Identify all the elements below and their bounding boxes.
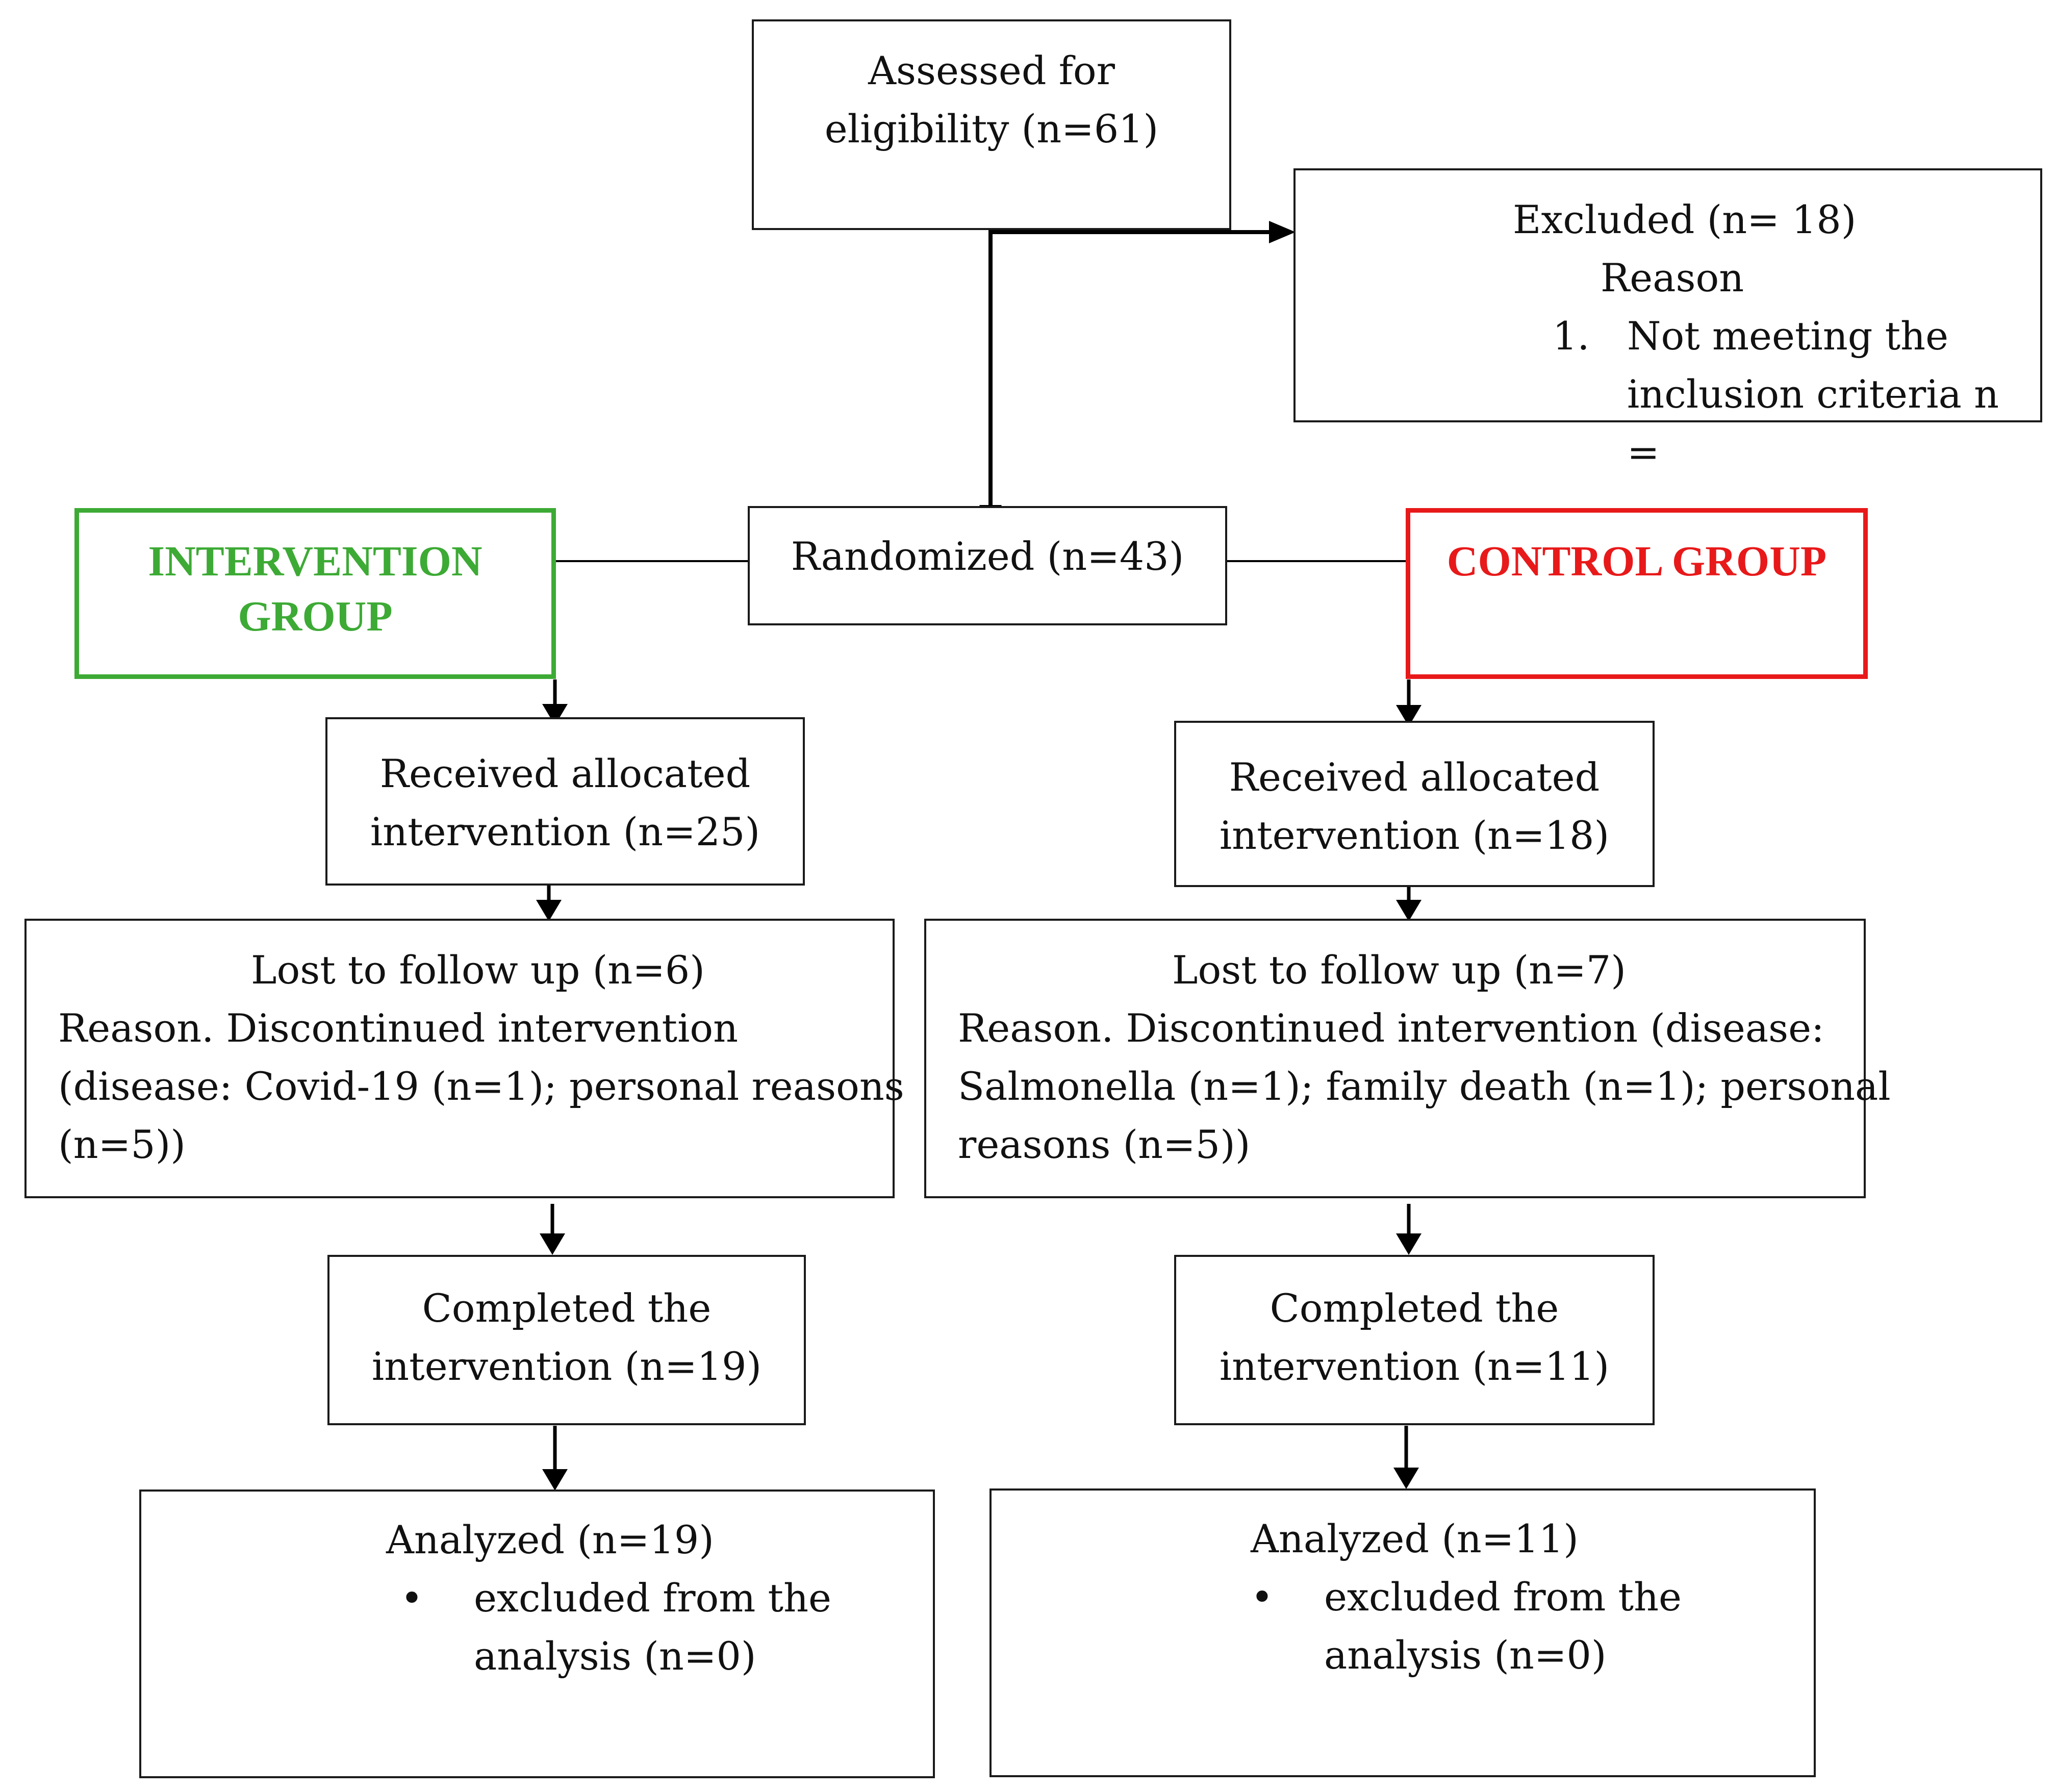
int-analyzed-line-2: analysis (n=0)	[474, 1633, 756, 1679]
arrowhead-int-completed	[540, 1233, 565, 1255]
arrowhead-excluded	[1269, 221, 1296, 243]
ctl-completed-line-1: Completed the	[1270, 1285, 1559, 1331]
int-lost-line-3: (n=5))	[58, 1122, 186, 1167]
int-analyzed-bullet-item: • excluded from the analysis (n=0)	[141, 1569, 933, 1685]
arrowhead-int-received	[542, 704, 568, 725]
ctl-analyzed-title: Analyzed (n=11)	[1251, 1516, 1579, 1561]
arrowhead-ctl-completed	[1396, 1233, 1422, 1255]
arrowhead-ctl-received	[1396, 705, 1422, 726]
int-lost-box: Lost to follow up (n=6) Reason. Disconti…	[24, 919, 904, 1198]
ctl-received-line-2: intervention (n=18)	[1219, 813, 1610, 858]
arrowhead-int-lost	[536, 900, 562, 921]
ctl-completed-line-2: intervention (n=11)	[1219, 1344, 1610, 1389]
randomized-label: Randomized (n=43)	[791, 534, 1184, 579]
int-lost-line-2: (disease: Covid-19 (n=1); personal reaso…	[58, 1064, 904, 1109]
int-lost-title: Lost to follow up (n=6)	[251, 947, 705, 993]
intervention-group-box: INTERVENTION GROUP	[74, 508, 556, 679]
randomized-box: Randomized (n=43)	[748, 506, 1227, 625]
ctl-lost-box: Lost to follow up (n=7) Reason. Disconti…	[924, 919, 1891, 1198]
control-group-label: CONTROL GROUP	[1446, 538, 1827, 585]
ctl-analyzed-box: Analyzed (n=11) • excluded from the anal…	[989, 1488, 1816, 1777]
int-analyzed-box: Analyzed (n=19) • excluded from the anal…	[139, 1490, 935, 1778]
ctl-lost-title: Lost to follow up (n=7)	[1172, 947, 1626, 993]
excluded-list-item: 1. Not meeting the inclusion criteria n …	[1296, 307, 2040, 482]
ctl-analyzed-bullet-item: • excluded from the analysis (n=0)	[992, 1568, 1814, 1684]
ctl-received-line-1: Received allocated	[1229, 754, 1600, 800]
int-completed-line-2: intervention (n=19)	[371, 1344, 762, 1389]
arrowhead-int-analyzed	[542, 1469, 568, 1491]
arrowhead-ctl-lost	[1396, 900, 1422, 921]
excluded-item-number: 1.	[1553, 313, 1590, 359]
intervention-group-label-1: INTERVENTION	[148, 538, 483, 585]
int-lost-line-1: Reason. Discontinued intervention	[58, 1005, 739, 1051]
ctl-completed-box: Completed the intervention (n=11)	[1174, 1255, 1655, 1425]
excluded-item-line-2: inclusion criteria n =	[1627, 371, 1999, 475]
ctl-analyzed-line-1: excluded from the	[1324, 1574, 1682, 1620]
arrowhead-ctl-analyzed	[1393, 1468, 1419, 1489]
ctl-lost-line-3: reasons (n=5))	[958, 1122, 1251, 1167]
assessed-line-2: eligibility (n=61)	[824, 106, 1159, 152]
int-analyzed-line-1: excluded from the	[474, 1575, 831, 1621]
ctl-received-box: Received allocated intervention (n=18)	[1174, 721, 1655, 887]
assessed-box: Assessed for eligibility (n=61)	[752, 19, 1231, 230]
control-group-box: CONTROL GROUP	[1406, 508, 1868, 679]
ctl-lost-line-1: Reason. Discontinued intervention (disea…	[958, 1005, 1824, 1051]
excluded-reason: Reason	[1601, 255, 1744, 300]
excluded-box: Excluded (n= 18) Reason 1. Not meeting t…	[1293, 168, 2042, 475]
int-received-line-1: Received allocated	[379, 751, 751, 796]
bullet-icon: •	[400, 1575, 423, 1621]
int-received-line-2: intervention (n=25)	[370, 809, 760, 854]
int-analyzed-title: Analyzed (n=19)	[386, 1517, 714, 1562]
excluded-item-line-1: Not meeting the	[1627, 313, 1949, 359]
excluded-title: Excluded (n= 18)	[1513, 197, 1857, 242]
int-completed-box: Completed the intervention (n=19)	[327, 1255, 806, 1425]
ctl-analyzed-line-2: analysis (n=0)	[1324, 1632, 1607, 1678]
intervention-group-label-2: GROUP	[238, 593, 393, 640]
int-completed-line-1: Completed the	[422, 1285, 712, 1331]
bullet-icon: •	[1251, 1574, 1274, 1620]
assessed-line-1: Assessed for	[868, 48, 1115, 93]
ctl-lost-line-2: Salmonella (n=1); family death (n=1); pe…	[958, 1064, 1891, 1109]
int-received-box: Received allocated intervention (n=25)	[325, 717, 805, 886]
